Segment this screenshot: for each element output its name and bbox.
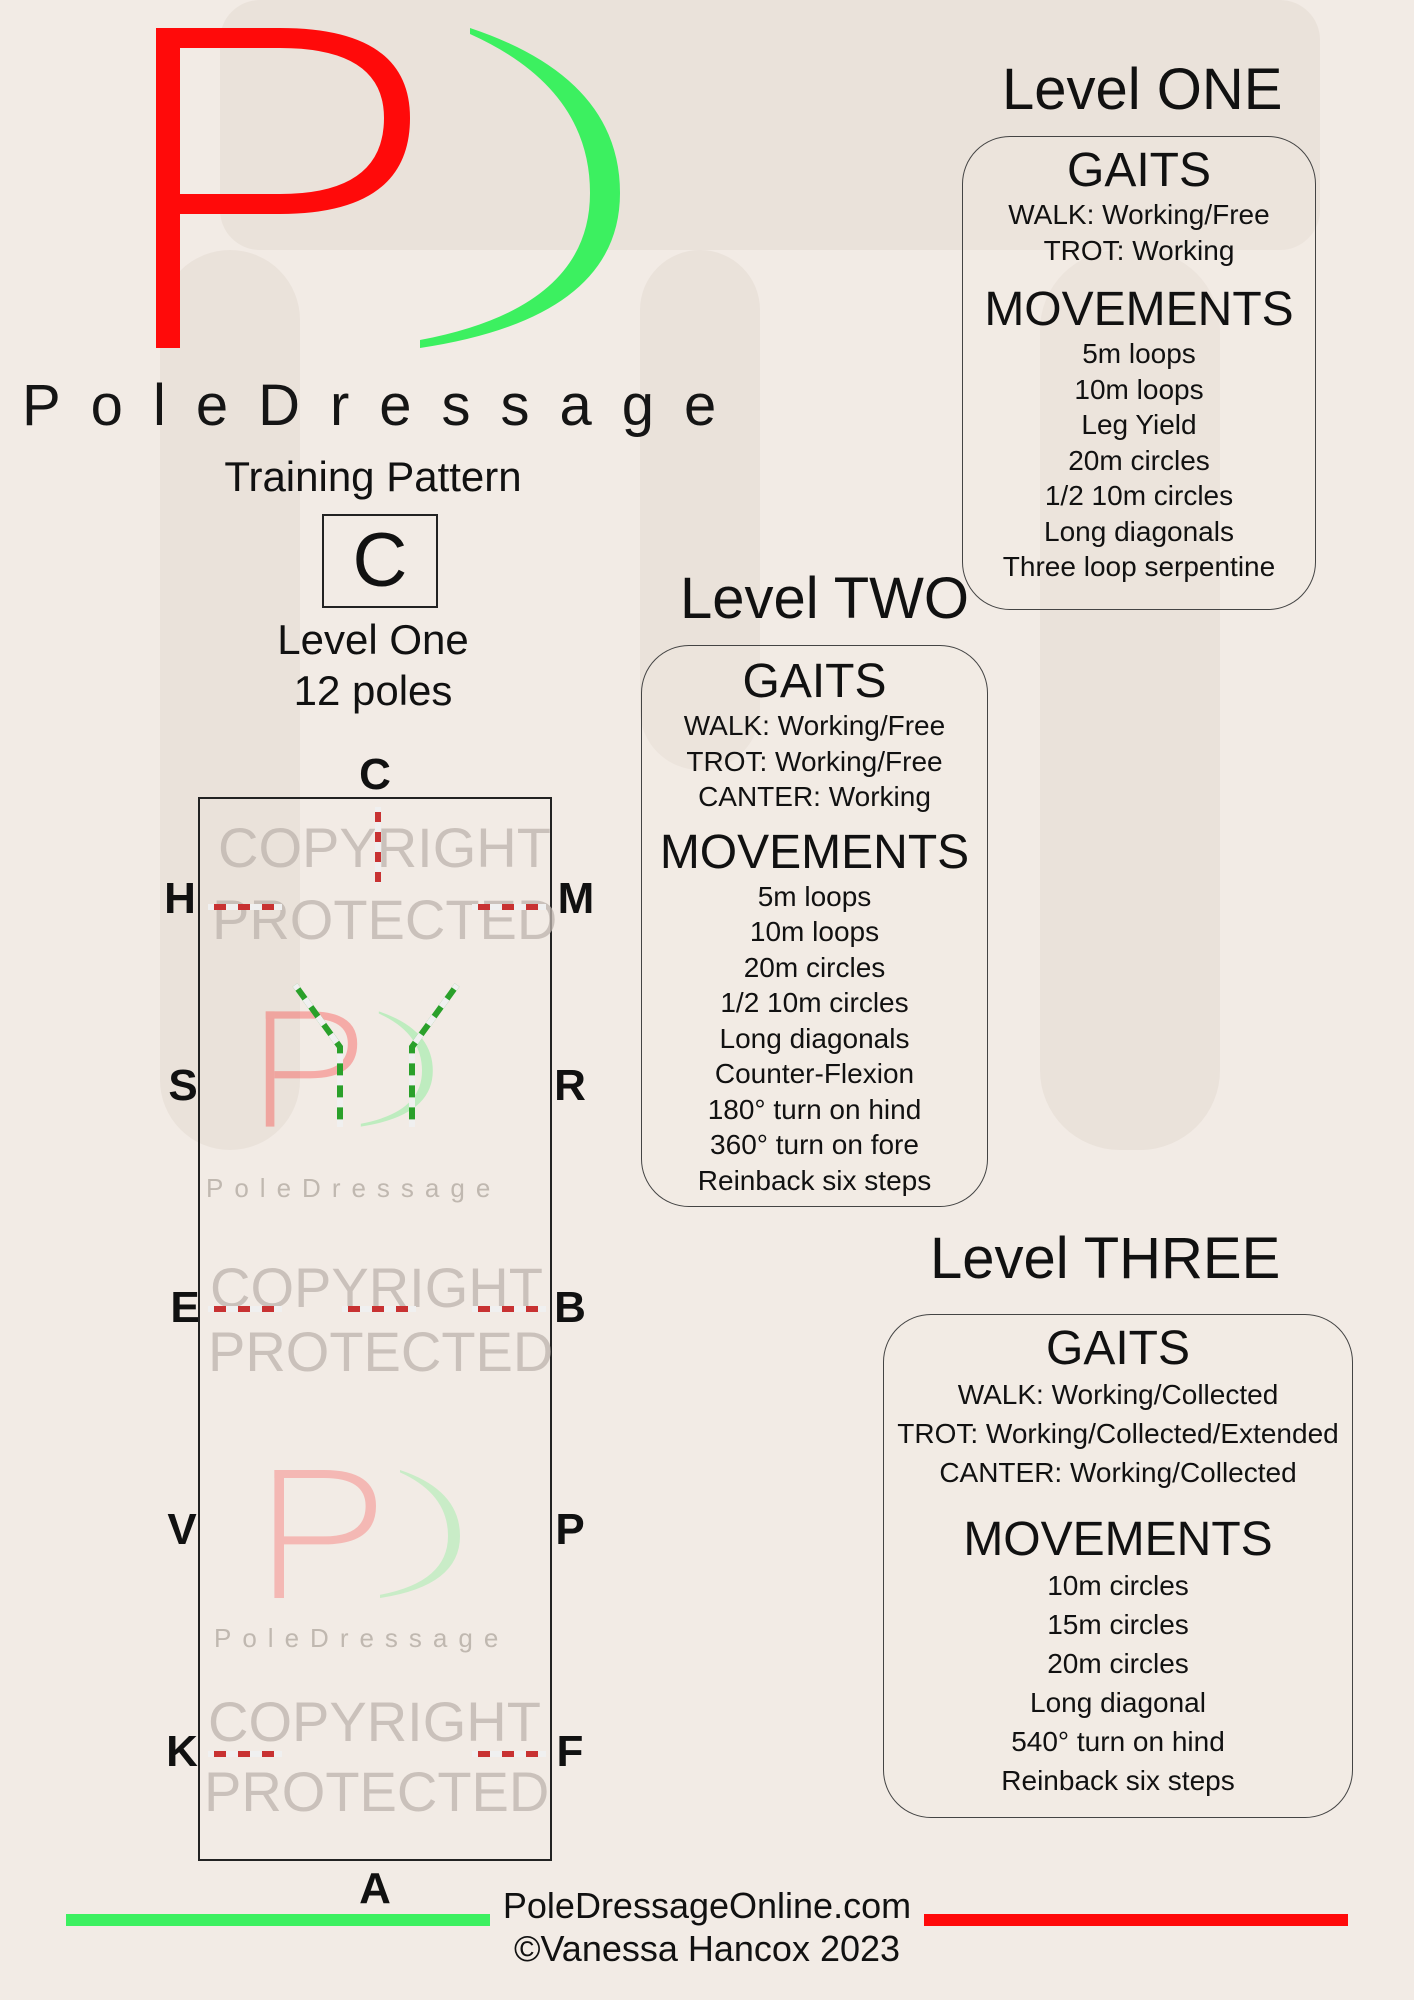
logo-p-letter [156,28,410,348]
watermark-copyright: COPYRIGHT [208,1690,541,1753]
watermark-protected: PROTECTED [204,1760,550,1823]
level-two-gait: WALK: Working/Free [683,710,946,741]
arena-letter-f: F [556,1727,584,1776]
footer-green-bar [66,1914,490,1926]
level-three-gait: WALK: Working/Collected [957,1379,1279,1410]
poledressage-logo [156,28,620,348]
level-one-movement: 5m loops [1082,338,1196,369]
level-three-movement: 540° turn on hind [1011,1726,1225,1757]
level-three-gaits-heading: GAITS [1045,1322,1191,1375]
level-three-title: Level THREE [930,1226,1281,1291]
watermark-protected: PROTECTED [212,888,558,951]
pattern-level: Level One [277,616,469,663]
level-two-movement: 20m circles [743,951,886,983]
arena-letter-p: P [555,1505,585,1554]
level-three-movement: 10m circles [1047,1570,1189,1601]
arena-rectangle: COPYRIGHT PROTECTED COPYRIGHT PROTECTED … [198,797,557,1861]
arena-letter-b: B [554,1283,586,1332]
poles-layer [208,807,546,1757]
footer-red-bar [924,1914,1348,1926]
background-horse-leg [160,250,300,1150]
watermark-logo [274,1470,460,1598]
level-two-movement: 10m loops [749,916,880,947]
level-two-movement: 1/2 10m circles [720,987,909,1018]
pole-green-right [409,983,460,1127]
level-two-gait: TROT: Working/Free [686,745,943,777]
level-two-gaits-heading: GAITS [742,655,887,708]
level-three-movement: 15m circles [1047,1609,1189,1640]
level-one-gait: WALK: Working/Free [1008,199,1270,230]
arena-letter-k: K [166,1727,198,1776]
level-one-movement: 10m loops [1074,373,1204,405]
level-one-panel: GAITS WALK: Working/Free TROT: Working M… [962,136,1316,610]
arena-letter-m: M [557,874,595,923]
brand-name: PoleDressage [22,373,747,438]
watermark-copyright: COPYRIGHT [218,816,551,879]
level-two-movement: Reinback six steps [697,1164,932,1196]
footer-copyright: ©Vanessa Hancox 2023 [513,1928,901,1969]
level-two-movement: 5m loops [757,880,872,912]
pole-green-left [292,983,343,1127]
level-two-movement: 180° turn on hind [707,1093,922,1125]
level-two-gait: CANTER: Working [698,781,931,812]
level-three-gait: TROT: Working/Collected/Extended [897,1418,1339,1449]
level-two-movements-heading: MOVEMENTS [659,825,970,879]
level-one-gait: TROT: Working [1043,234,1235,266]
level-three-movement: Reinback six steps [1001,1765,1235,1796]
level-three-movement: 20m circles [1047,1648,1189,1679]
arena-letter-h: H [164,874,196,923]
level-two-panel: GAITS WALK: Working/Free TROT: Working/F… [641,645,988,1207]
pattern-letter-box: C [322,514,438,608]
level-two-movement: 360° turn on fore [710,1129,919,1160]
level-one-movement: Long diagonals [1044,515,1234,547]
level-one-movement: 1/2 10m circles [1044,480,1234,511]
watermark-protected: PROTECTED [208,1320,554,1383]
arena-letter-a: A [359,1864,391,1913]
level-three-movements-heading: MOVEMENTS [963,1513,1273,1566]
arena-letter-v: V [167,1505,197,1554]
level-three-movement: Long diagonal [1030,1687,1206,1718]
pattern-title: Training Pattern [224,453,522,500]
pattern-poles-count: 12 poles [293,667,453,714]
level-one-movement: Three loop serpentine [1002,551,1276,582]
level-three-panel: GAITS WALK: Working/Collected TROT: Work… [883,1314,1353,1818]
level-one-gaits-heading: GAITS [1066,144,1212,197]
arena-letter-s: S [168,1061,198,1110]
watermark-brand: PoleDressage [206,1173,502,1203]
background-horse-leg [1040,250,1220,1150]
level-one-movements-heading: MOVEMENTS [984,283,1294,336]
level-two-title: Level TWO [680,566,970,631]
level-one-movement: 20m circles [1068,444,1210,476]
footer-website: PoleDressageOnline.com [502,1885,912,1926]
level-one-title: Level ONE [1002,57,1283,122]
level-two-movement: Long diagonals [719,1022,910,1054]
level-one-movement: Leg Yield [1081,409,1197,440]
arena-letter-r: R [554,1061,586,1110]
arena-letter-c: C [359,750,391,799]
level-three-gait: CANTER: Working/Collected [939,1457,1297,1488]
watermark-brand: PoleDressage [214,1623,510,1653]
level-two-movement: Counter-Flexion [714,1058,915,1089]
arena-letter-e: E [170,1283,200,1332]
logo-d-letter [420,28,620,348]
